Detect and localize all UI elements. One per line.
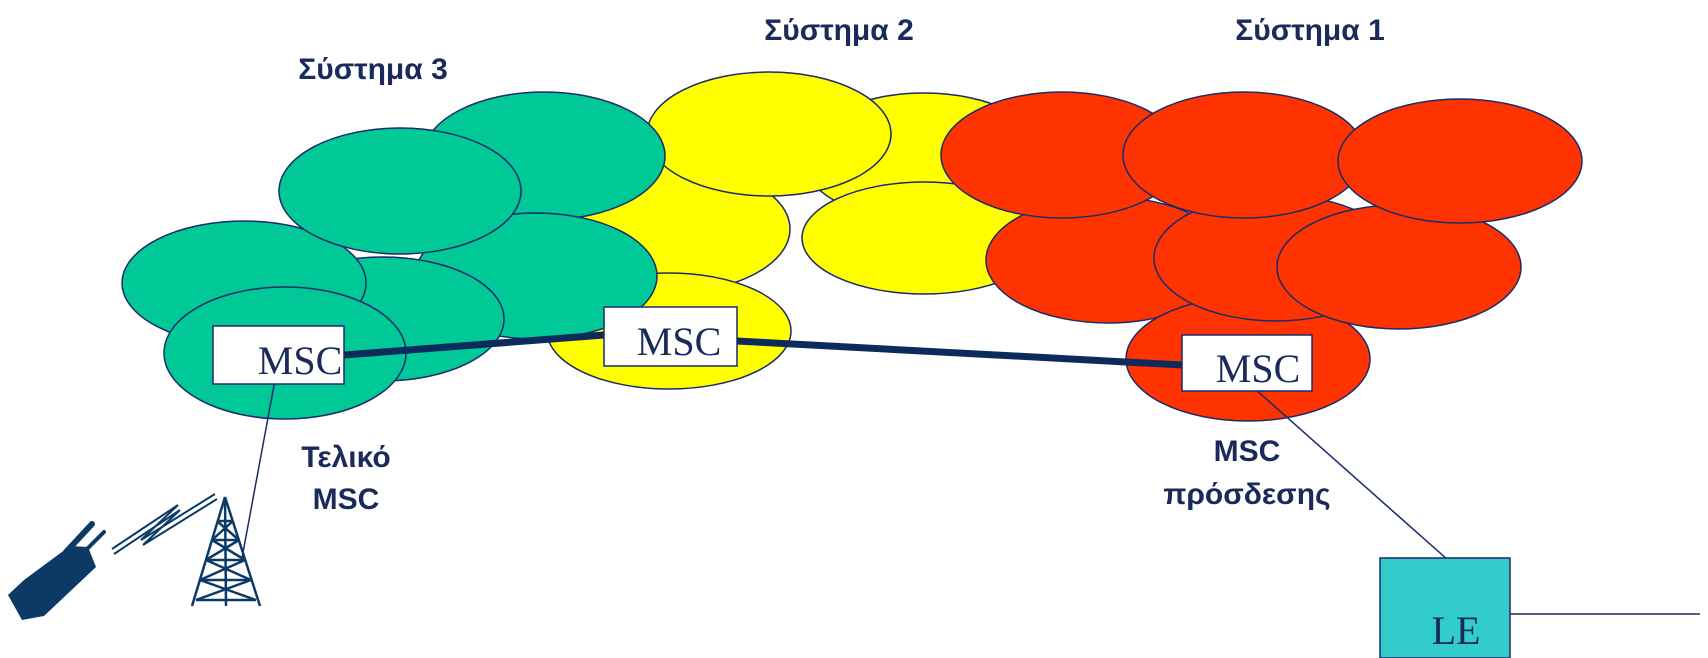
msc-box-terminal: MSC [212,325,345,385]
access-msc-caption-line1: MSC [1214,435,1281,468]
system-2-label: Σύστημα 2 [764,14,914,47]
system-1-cells [940,91,1583,422]
le-box-group: LE [1379,557,1511,658]
trunk-line [340,331,608,359]
cell [278,127,522,255]
thin-links [241,379,1700,615]
msc-box-label: MSC [258,338,343,383]
msc-box-intermediate: MSC [603,306,738,367]
radio-tower-icon [190,496,262,607]
system-3-label: Σύστημα 3 [298,53,448,86]
msc-box [603,306,738,367]
msc-box [1181,334,1313,392]
mobile-phone-icon [8,521,106,620]
cell [1337,98,1583,224]
cell [646,71,892,197]
cell [1276,204,1522,330]
msc-box-access: MSC [1181,334,1313,392]
msc-to-tower-link [241,379,276,559]
msc-box-label: MSC [1216,346,1301,391]
msc-box-label: MSC [637,319,722,364]
radio-signal-icon [111,493,218,555]
msc-to-le-link [1254,388,1449,561]
msc-box [212,325,345,385]
le-box [1379,557,1511,658]
trunk-line [733,337,1186,369]
msc-trunks [340,331,1186,369]
access-msc-caption-line2: πρόσδεσης [1163,478,1330,511]
le-label: LE [1432,608,1481,653]
terminal-msc-caption-line2: MSC [313,483,380,516]
terminal-msc-caption-line1: Τελικό [301,441,390,474]
cell [1122,91,1366,219]
system-1-label: Σύστημα 1 [1235,14,1385,47]
